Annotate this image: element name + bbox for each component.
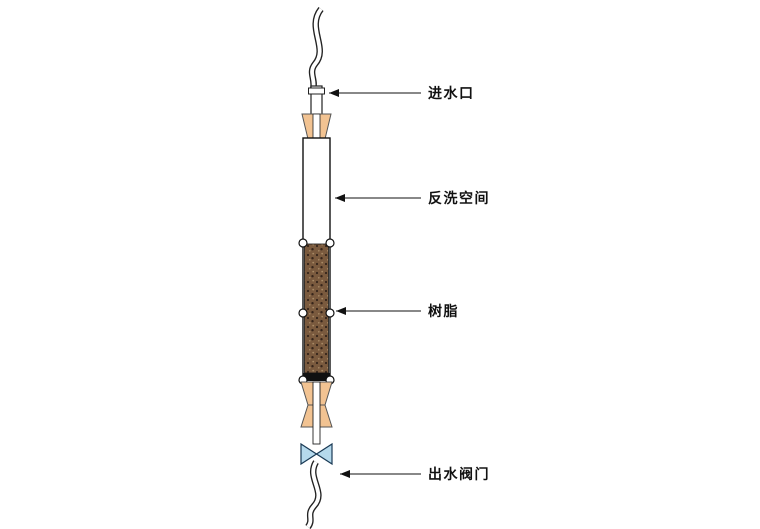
inlet-joint [308,87,325,95]
joint-circle [298,308,308,318]
top-cork-channel [312,113,321,140]
resin-label: 树脂 [428,303,459,319]
backwash-space-label: 反洗空间 [428,190,490,206]
outlet-valve-label: 出水阀门 [428,466,490,482]
resin-bed [304,243,329,374]
inlet-hose [308,6,324,91]
outlet-valve-left-wing [300,442,318,466]
resin-support-band [303,373,330,381]
joint-circle [298,238,308,248]
outlet-tube [312,381,321,445]
outlet-valve-right-wing [315,442,333,466]
annotation-arrows [329,89,421,478]
joint-circles [298,238,335,385]
inlet-label: 进水口 [428,85,475,101]
joint-circle [325,308,335,318]
joint-circle [325,238,335,248]
outlet-valve [300,442,333,466]
outlet-hose [305,460,322,529]
